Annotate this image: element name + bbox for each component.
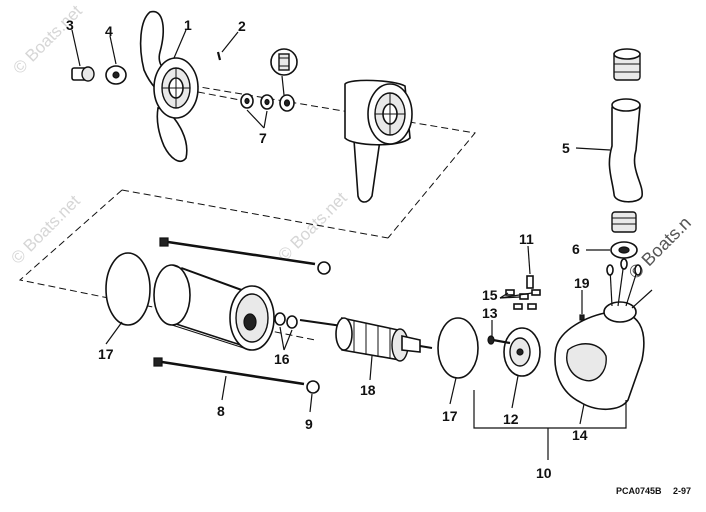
callout-16: 16: [274, 351, 290, 367]
callout-labels: 1 2 3 4 5 6 7 8 9 10 11 12 13 14 15 16 1…: [66, 17, 590, 481]
callout-2: 2: [238, 18, 246, 34]
nose-cone-housing: [344, 79, 413, 203]
callout-14: 14: [572, 427, 588, 443]
callout-6: 6: [572, 241, 580, 257]
cable-boot: [608, 98, 643, 203]
bearing-inset: [270, 48, 298, 96]
callout-17-right: 17: [442, 408, 458, 424]
drive-pin: [216, 51, 222, 61]
watermark-2: © Boats.net: [274, 188, 351, 265]
callout-19: 19: [574, 275, 590, 291]
callout-8: 8: [217, 403, 225, 419]
watermark-1: © Boats.net: [7, 191, 84, 268]
propeller-washer: [105, 65, 127, 85]
brush-springs: [505, 275, 541, 310]
end-cap: [554, 258, 653, 411]
through-bolt-upper: [159, 237, 331, 275]
o-ring-right: [437, 317, 479, 379]
callout-11: 11: [519, 231, 534, 247]
callout-17-left: 17: [98, 346, 114, 362]
motor-housing: [153, 264, 275, 351]
callout-15: 15: [482, 287, 498, 303]
callout-9: 9: [305, 416, 313, 432]
through-bolt-lower: [153, 357, 320, 394]
cable-gland: [611, 211, 637, 233]
housing-washers: [274, 312, 298, 329]
o-ring-left: [105, 252, 151, 326]
callout-3: 3: [66, 17, 74, 33]
callout-13: 13: [482, 305, 498, 321]
reference-code: PCA0745B: [616, 486, 662, 496]
plate-screw: [487, 335, 511, 345]
seal-set: [240, 93, 295, 112]
propeller-nut: [71, 66, 95, 82]
leader-lines: [71, 29, 627, 460]
propeller: [139, 10, 199, 162]
top-fitting: [613, 48, 641, 81]
callout-18: 18: [360, 382, 376, 398]
armature: [299, 317, 433, 362]
callout-7: 7: [259, 130, 267, 146]
cable-seal-nut: [610, 241, 638, 259]
shaft-axis: [197, 91, 241, 101]
callout-4: 4: [105, 23, 113, 39]
callout-1: 1: [184, 17, 192, 33]
callout-12: 12: [503, 411, 519, 427]
set-screw: [579, 314, 585, 321]
callout-10: 10: [536, 465, 552, 481]
brush-plate: [503, 327, 541, 377]
revision-date: 2-97: [673, 486, 691, 496]
callout-5: 5: [562, 140, 570, 156]
